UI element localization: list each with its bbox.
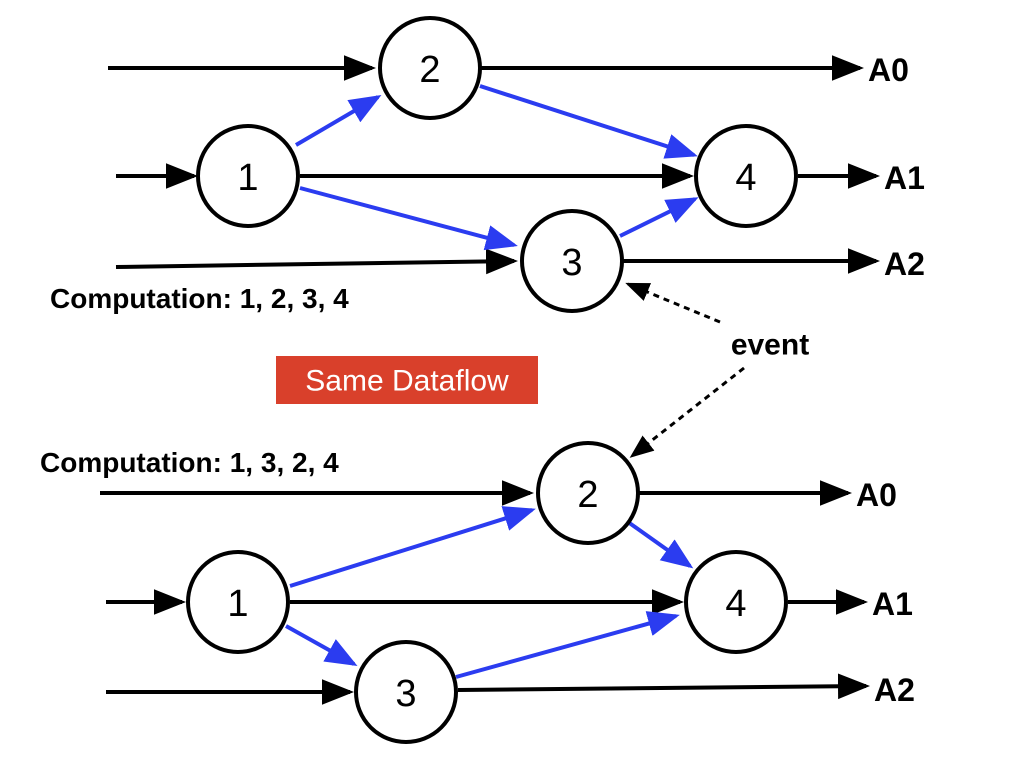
bottom-node-2-label: 2 <box>577 474 598 516</box>
top-node-1: 1 <box>196 124 300 228</box>
bottom-edge-2-4 <box>626 520 694 569</box>
bottom-computation-label: Computation: 1, 3, 2, 4 <box>40 447 339 478</box>
event-arrow-down <box>629 366 745 458</box>
bottom-edge-1-2 <box>289 506 536 588</box>
event-arrow-up <box>625 282 721 324</box>
bottom-node-3-label: 3 <box>395 673 416 715</box>
bottom-node-4-label: 4 <box>725 583 746 625</box>
top-node-3-label: 3 <box>561 242 582 284</box>
top-node-2-label: 2 <box>419 49 440 91</box>
event-label: event <box>731 329 809 362</box>
top-edge-1-3 <box>299 186 518 251</box>
top-node-4-label: 4 <box>735 157 756 199</box>
same-dataflow-badge-label: Same Dataflow <box>305 365 509 398</box>
top-edge-3-4 <box>619 197 699 238</box>
bottom-graph: Computation: 1, 3, 2, 4 1 2 3 4 <box>40 441 915 744</box>
top-input-edge-3 <box>115 248 518 275</box>
bottom-output-a0: A0 <box>856 477 897 513</box>
top-output-a0: A0 <box>868 52 909 88</box>
top-edge-1-2 <box>294 94 382 147</box>
event-annotation: event <box>625 282 809 458</box>
top-output-a1: A1 <box>884 160 925 196</box>
top-node-4: 4 <box>694 124 798 228</box>
top-computation-label: Computation: 1, 2, 3, 4 <box>50 283 349 314</box>
bottom-edge-1-3 <box>285 624 358 666</box>
bottom-node-1: 1 <box>186 550 290 654</box>
bottom-node-3: 3 <box>354 640 458 744</box>
bottom-node-2: 2 <box>536 441 640 545</box>
bottom-edge-3-4 <box>455 611 680 679</box>
same-dataflow-badge-bg <box>276 356 538 404</box>
same-dataflow-badge: Same Dataflow <box>276 356 538 404</box>
bottom-node-1-label: 1 <box>227 583 248 625</box>
top-edge-2-4 <box>479 84 698 159</box>
top-node-2: 2 <box>378 16 482 120</box>
bottom-output-edge-a2 <box>457 673 870 700</box>
bottom-output-a2: A2 <box>874 672 915 708</box>
top-output-a2: A2 <box>884 246 925 282</box>
bottom-node-4: 4 <box>684 550 788 654</box>
top-node-3: 3 <box>520 209 624 313</box>
top-graph: 1 2 3 4 A0 A1 A2 Computation: 1, 2, 3, 4 <box>50 16 925 314</box>
bottom-output-a1: A1 <box>872 586 913 622</box>
top-node-1-label: 1 <box>237 157 258 199</box>
